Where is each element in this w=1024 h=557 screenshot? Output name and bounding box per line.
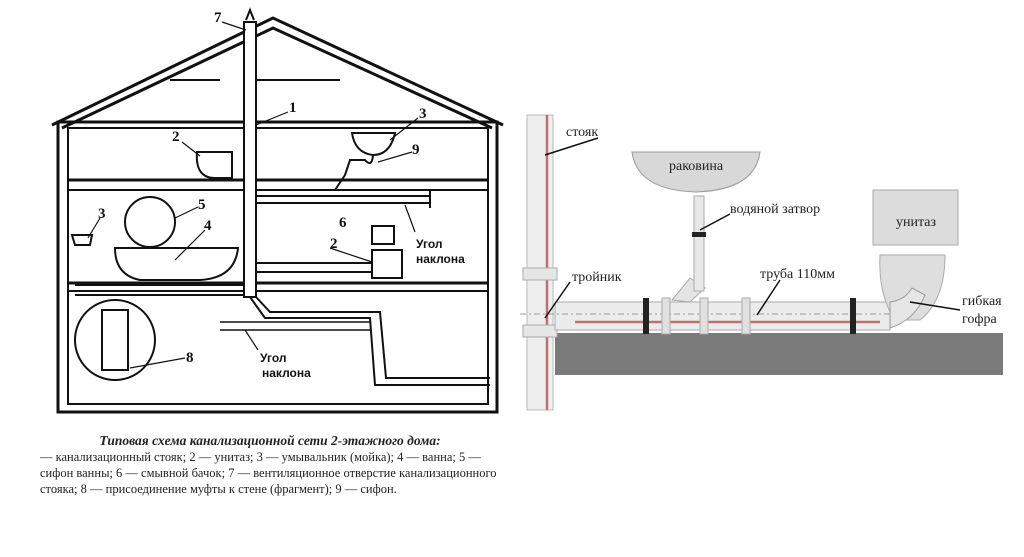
label-water-seal: водяной затвор xyxy=(730,202,820,217)
seal-ring xyxy=(643,298,649,334)
slope-label-upper-2: наклона xyxy=(416,252,465,266)
slope-label-lower-2: наклона xyxy=(262,366,311,380)
sewer-stack xyxy=(243,21,257,298)
slope-line xyxy=(220,321,370,331)
label-7: 7 xyxy=(214,10,222,26)
floor-slab xyxy=(555,333,1003,375)
sink xyxy=(631,151,761,193)
washbasin-mid xyxy=(70,234,94,246)
house-labels: 7 1 2 3 9 3 5 4 6 2 8 Угол наклона Угол … xyxy=(98,10,465,380)
installation-labels: стояк раковина водяной затвор унитаз тро… xyxy=(566,125,1002,327)
siphon-top xyxy=(334,154,374,191)
label-tee: тройник xyxy=(572,270,622,285)
label-flex-2: гофра xyxy=(962,312,997,327)
installation-diagram xyxy=(520,114,1003,411)
label-3-mid: 3 xyxy=(98,206,106,222)
label-2-top: 2 xyxy=(172,129,180,145)
sink-drain xyxy=(693,195,705,292)
label-riser: стояк xyxy=(566,125,598,140)
branch-pipe-mid xyxy=(256,262,372,273)
outlet-pipe xyxy=(249,296,490,386)
bath-siphon-detail xyxy=(124,196,176,248)
branch-pipe-upper xyxy=(256,195,430,204)
toilet-mid xyxy=(371,249,403,279)
outer-walls xyxy=(56,120,499,414)
label-6: 6 xyxy=(339,215,347,231)
seal-ring xyxy=(850,298,856,334)
label-toilet: унитаз xyxy=(896,215,936,230)
label-pipe: труба 110мм xyxy=(760,267,835,282)
label-sink: раковина xyxy=(669,159,724,174)
house-diagram xyxy=(51,7,504,414)
toilet-tank xyxy=(872,189,959,246)
bathtub xyxy=(113,247,240,281)
caption-body: — канализационный стояк; 2 — унитаз; 3 —… xyxy=(40,450,497,496)
main-pipe xyxy=(554,301,891,331)
coupling-detail xyxy=(74,299,156,381)
flexible-corrugation xyxy=(889,287,926,329)
figure-caption: Типовая схема канализационной сети 2-эта… xyxy=(40,433,500,497)
label-2-mid: 2 xyxy=(330,236,338,252)
label-9: 9 xyxy=(412,142,420,158)
vent-cap xyxy=(245,7,255,21)
roof xyxy=(51,16,504,130)
label-1: 1 xyxy=(289,100,297,116)
cistern xyxy=(371,225,395,245)
slope-label-lower-1: Угол xyxy=(260,351,287,365)
toilet-top xyxy=(195,151,233,179)
branch-pipe-lower xyxy=(75,284,245,296)
riser-pipe xyxy=(526,114,554,411)
label-5: 5 xyxy=(198,197,206,213)
label-3-top: 3 xyxy=(419,106,427,122)
washbasin-top xyxy=(350,132,397,157)
slope-label-upper-1: Угол xyxy=(416,237,443,251)
label-4: 4 xyxy=(204,218,212,234)
caption-title: Типовая схема канализационной сети 2-эта… xyxy=(99,433,441,448)
label-flex-1: гибкая xyxy=(962,294,1002,309)
inner-walls xyxy=(67,127,489,405)
label-8: 8 xyxy=(186,350,194,366)
